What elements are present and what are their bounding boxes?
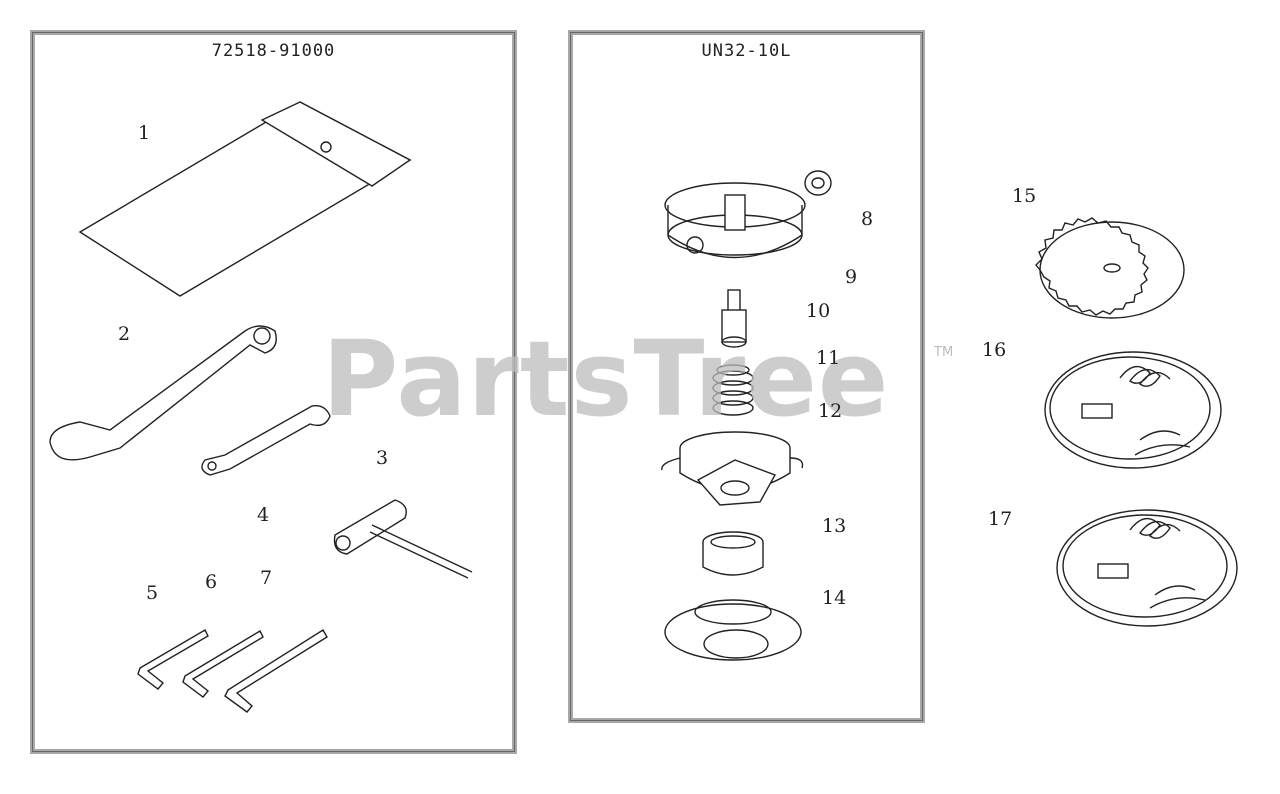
- callout-9[interactable]: 9: [845, 266, 858, 288]
- callout-11[interactable]: 11: [816, 347, 841, 369]
- part-5-hex-key[interactable]: [137, 629, 209, 690]
- part-13-cap[interactable]: [702, 531, 764, 576]
- callout-14[interactable]: 14: [822, 587, 847, 609]
- part-17-chisel-blade[interactable]: [1056, 509, 1238, 627]
- callout-12[interactable]: 12: [818, 400, 843, 422]
- part-2-large-wrench[interactable]: [49, 325, 277, 461]
- part-16-chisel-blade[interactable]: [1044, 351, 1222, 469]
- part-12-spool[interactable]: [661, 431, 804, 506]
- part-7-hex-key[interactable]: [224, 629, 328, 713]
- callout-5[interactable]: 5: [146, 582, 159, 604]
- callout-16[interactable]: 16: [982, 339, 1007, 361]
- part-14-cover[interactable]: [664, 599, 802, 661]
- part-6-hex-key[interactable]: [182, 630, 264, 698]
- part-1-tool-bag[interactable]: [78, 101, 412, 297]
- callout-17[interactable]: 17: [988, 508, 1013, 530]
- part-9-eyelet[interactable]: [804, 170, 832, 196]
- kit-part-number: 72518-91000: [211, 41, 336, 61]
- callout-1[interactable]: 1: [138, 122, 151, 144]
- trademark-mark: TM: [934, 345, 954, 360]
- callout-3[interactable]: 3: [376, 447, 389, 469]
- head-part-number: UN32-10L: [701, 41, 792, 61]
- callout-15[interactable]: 15: [1012, 185, 1037, 207]
- part-10-bolt[interactable]: [721, 289, 747, 348]
- callout-4[interactable]: 4: [257, 504, 270, 526]
- partstree-watermark: PartsTree: [322, 318, 890, 440]
- part-4-plug-wrench[interactable]: [333, 499, 473, 579]
- callout-13[interactable]: 13: [822, 515, 847, 537]
- callout-8[interactable]: 8: [861, 208, 874, 230]
- callout-7[interactable]: 7: [260, 567, 273, 589]
- part-11-spring[interactable]: [712, 364, 754, 416]
- callout-10[interactable]: 10: [806, 300, 831, 322]
- part-8-head-housing[interactable]: [664, 182, 806, 259]
- callout-6[interactable]: 6: [205, 571, 218, 593]
- part-3-small-wrench[interactable]: [201, 405, 331, 476]
- part-15-saw-blade[interactable]: [1035, 217, 1185, 319]
- callout-2[interactable]: 2: [118, 323, 131, 345]
